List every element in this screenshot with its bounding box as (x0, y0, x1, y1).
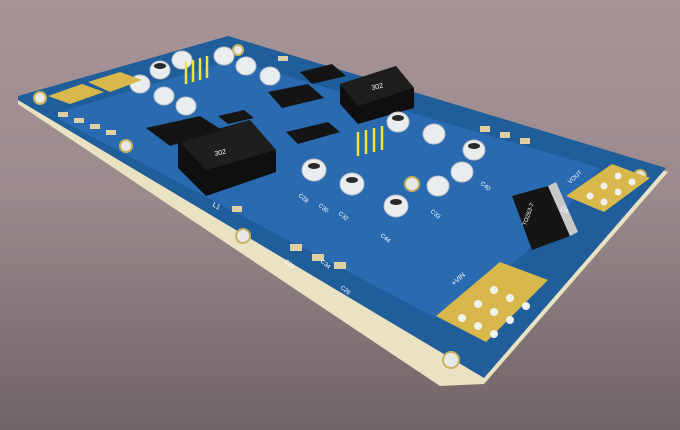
terminal-block-vin-holes (458, 286, 530, 338)
terminal-block-vout (566, 164, 650, 212)
silk-l1: L1 (211, 202, 221, 212)
header-pins (184, 56, 384, 156)
terminal-block-vout-holes (586, 172, 636, 206)
smd-components (58, 56, 530, 269)
ic-chips (146, 64, 346, 146)
inductor-right-label: 302 (371, 83, 384, 92)
inductor-l1-label: 302 (214, 149, 227, 158)
silk-d3: D3 (559, 206, 569, 215)
inductor-l1: 302 (178, 120, 276, 196)
electrolytic-capacitors (129, 46, 486, 218)
inductor-right: 302 (340, 66, 414, 124)
terminal-block-top-left (48, 72, 142, 104)
mounting-holes (33, 44, 647, 369)
regulator-to263: TO263-7 (512, 182, 578, 250)
terminal-block-vin (436, 262, 548, 342)
